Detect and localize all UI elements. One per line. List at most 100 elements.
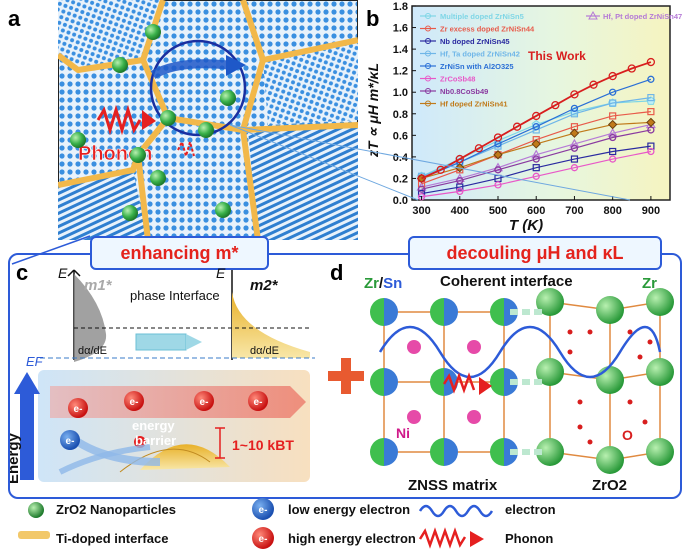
- data-point: [589, 80, 598, 89]
- legend-label: Hf doped ZrNiSn41: [440, 100, 508, 109]
- panel-c-diagram: E m1* E m2* phase Interface dα/dE dα/dE …: [10, 265, 315, 484]
- d-znss: ZNSS matrix: [408, 477, 498, 494]
- plus-sign: [328, 358, 364, 394]
- zr-sn-atom: [370, 438, 398, 466]
- o-atom: [577, 424, 583, 430]
- ni-atom: [467, 340, 481, 354]
- d-zrsn: Zr/Sn: [364, 275, 402, 292]
- d-electron-wave: [378, 325, 662, 379]
- legend-nanoparticles: ZrO2 Nanoparticles: [56, 502, 176, 517]
- zr-atom: [596, 366, 624, 394]
- zr-atom: [536, 358, 564, 386]
- data-point: [609, 88, 617, 96]
- data-point: [570, 104, 579, 113]
- zr-sn-atom: [430, 438, 458, 466]
- c-e1: e-: [74, 404, 83, 415]
- data-point: [646, 57, 656, 67]
- o-atom: [577, 399, 583, 405]
- legend-high: high energy electron: [288, 531, 416, 546]
- legend-interface-icon: [18, 531, 50, 539]
- legend-label: Hf, Ta doped ZrNiSn42: [440, 50, 520, 59]
- o-atom: [642, 419, 648, 425]
- c-e3: e-: [200, 397, 209, 408]
- legend-phonon: Phonon: [505, 531, 554, 546]
- legend-electron: electron: [505, 502, 556, 517]
- y-tick-label: 1.6: [393, 23, 408, 35]
- c-e4: e-: [254, 397, 263, 408]
- d-o: O: [622, 427, 633, 443]
- legend-marker: [588, 10, 598, 20]
- legend-nanoparticle-icon: [28, 502, 44, 518]
- panel-a-letter: a: [8, 6, 21, 31]
- legend-label: Multiple doped ZrNiSn5: [440, 12, 524, 21]
- x-tick-label: 800: [603, 205, 621, 217]
- o-atom: [627, 399, 633, 405]
- data-point: [551, 101, 560, 110]
- legend-label: Nb0.8CoSb49: [440, 87, 488, 96]
- x-tick-label: 300: [412, 205, 430, 217]
- y-tick-label: 1.0: [393, 87, 408, 99]
- legend-marker: [425, 13, 431, 19]
- chart-ylabel: zT ∝ μH m*/κL: [365, 63, 381, 158]
- legend-label: Zr excess doped ZrNiSn44: [440, 25, 535, 34]
- zr-sn-atom: [430, 298, 458, 326]
- zr-sn-atom: [370, 368, 398, 396]
- o-atom: [587, 329, 593, 335]
- c-dadE-2: dα/dE: [250, 345, 279, 357]
- legend-label: ZrNiSn with Al2O325: [440, 62, 514, 71]
- data-point: [609, 112, 617, 120]
- chart-xlabel: T (K): [509, 217, 543, 234]
- d-ni: Ni: [396, 425, 410, 441]
- ni-atom: [407, 340, 421, 354]
- zr-sn-atom: [370, 298, 398, 326]
- legend-marker: [425, 100, 431, 107]
- legend-icons: e- e-: [18, 498, 494, 549]
- y-tick-label: 0.2: [393, 173, 408, 185]
- data-point: [646, 117, 656, 128]
- legend-marker: [425, 63, 431, 69]
- c-e-axis-2: E: [216, 265, 226, 281]
- legend-label: ZrCoSb48: [440, 75, 475, 84]
- zr-atom: [646, 358, 674, 386]
- legend-low-electron-icon: [252, 498, 274, 520]
- legend-marker: [425, 75, 431, 82]
- zr-sn-atom: [490, 368, 518, 396]
- c-m1: m1*: [84, 277, 113, 294]
- legend-low-e: e-: [259, 505, 268, 516]
- panel-c-letter: c: [16, 260, 29, 285]
- legend-marker: [425, 88, 431, 94]
- data-point: [647, 94, 655, 102]
- decoupling-label: decouling μH and κL: [408, 236, 662, 270]
- panel-b-letter: b: [366, 6, 380, 31]
- legend-marker: [425, 25, 431, 32]
- c-phase-interface: phase Interface: [130, 288, 220, 303]
- legend-low: low energy electron: [288, 502, 411, 517]
- y-tick-label: 1.4: [393, 44, 409, 56]
- data-point: [532, 111, 541, 121]
- legend-label: Hf, Pt doped ZrNiSn47: [603, 12, 682, 21]
- d-zro2: ZrO2: [592, 477, 627, 494]
- o-atom: [647, 339, 653, 345]
- ni-atom: [407, 410, 421, 424]
- zr-atom: [646, 288, 674, 316]
- panel-a-image: Phonon: [58, 0, 358, 240]
- c-energy-barrier-2: barrier: [135, 433, 176, 448]
- c-e2: e-: [130, 397, 139, 408]
- legend-high-e: e-: [259, 534, 268, 545]
- zr-sn-atom: [490, 438, 518, 466]
- c-m2: m2*: [250, 277, 279, 294]
- x-tick-label: 400: [451, 205, 469, 217]
- c-energy-label: Energy: [10, 432, 22, 484]
- y-tick-label: 0.8: [393, 109, 408, 121]
- y-tick-label: 1.2: [393, 66, 408, 78]
- zr-atom: [646, 438, 674, 466]
- o-atom: [627, 329, 633, 335]
- zr-atom: [536, 438, 564, 466]
- legend-interface: Ti-doped interface: [56, 531, 169, 546]
- o-atom: [637, 354, 643, 360]
- panel-b-chart: Multiple doped ZrNiSn5 Zr excess doped Zr…: [365, 1, 682, 234]
- data-point: [647, 108, 655, 116]
- legend-high-electron-icon: [252, 527, 274, 549]
- bottom-frame: [8, 253, 682, 499]
- chart-annotation: This Work: [528, 49, 586, 63]
